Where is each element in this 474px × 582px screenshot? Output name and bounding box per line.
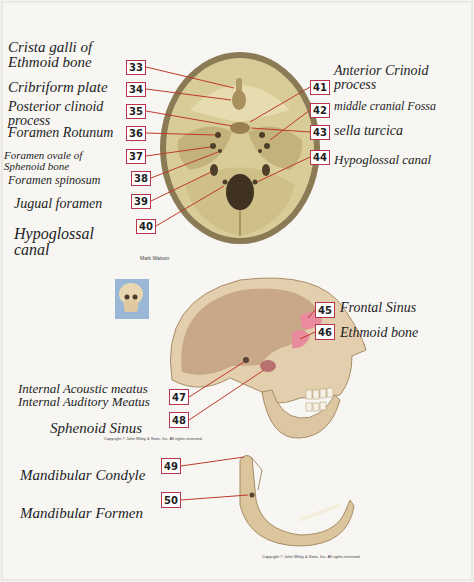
callout-number: 36 [129,128,143,139]
callout-number: 33 [129,62,143,73]
handwritten-label: Foramen ovale of Sphenoid bone [4,150,122,172]
callout-number: 38 [134,173,148,184]
callout-box: 44 [310,150,330,165]
handwritten-label: Hypoglossal canal [14,226,114,258]
callout-box: 43 [310,125,330,140]
handwritten-label: Hypoglossal canal [334,153,431,166]
handwritten-label: Foramen Rotunum [8,126,113,140]
callout-number: 44 [313,152,327,163]
callout-number: 49 [164,461,178,472]
callout-box: 48 [169,412,189,428]
callout-box: 49 [161,458,181,474]
callout-number: 37 [129,151,143,162]
callout-number: 42 [313,105,327,116]
callout-number: 50 [164,495,178,506]
callout-box: 41 [310,80,330,95]
callout-box: 50 [161,492,181,508]
callout-number: 43 [313,127,327,138]
callout-box: 42 [310,103,330,118]
callout-number: 47 [172,392,186,403]
handwritten-label: Mandibular Condyle [20,468,145,483]
callout-number: 39 [134,196,148,207]
callout-box: 36 [126,126,146,141]
callout-box: 47 [169,389,189,405]
handwritten-label: Sphenoid Sinus [50,421,142,436]
callout-number: 40 [139,221,153,232]
handwritten-label: Foramen spinosum [8,174,100,186]
credit-note: Copyright © John Wiley & Sons, Inc. All … [262,555,361,559]
handwritten-label: Frontal Sinus [340,301,416,315]
handwritten-label: Posterior clinoid process [8,100,124,128]
callout-number: 35 [129,106,143,117]
credit-note: Mark Watson [140,256,169,261]
handwritten-label: sella turcica [334,124,403,138]
handwritten-label: Crista galli of Ethmoid bone [8,40,120,70]
callout-number: 34 [129,84,143,95]
handwritten-label: Anterior Crinoid process [334,64,466,92]
handwritten-label: Cribriform plate [8,80,108,95]
callout-box: 35 [126,104,146,119]
callout-box: 39 [131,194,151,209]
callout-box: 46 [315,324,335,340]
callout-number: 48 [172,415,186,426]
callout-number: 46 [318,327,332,338]
handwritten-label: middle cranial Fossa [334,100,436,112]
callout-box: 33 [126,60,146,75]
callout-box: 37 [126,149,146,164]
handwritten-label: Internal Auditory Meatus [18,395,150,408]
callout-box: 38 [131,171,151,186]
handwritten-label: Ethmoid bone [340,326,418,340]
handwritten-label: Jugual foramen [14,197,102,211]
callout-box: 45 [315,302,335,318]
handwritten-label: Mandibular Formen [20,506,143,521]
callout-box: 40 [136,219,156,234]
callout-number: 45 [318,305,332,316]
handwritten-label: Internal Acoustic meatus [18,382,148,395]
callout-number: 41 [313,82,327,93]
credit-note: Copyright © John Wiley & Sons, Inc. All … [104,437,203,441]
callout-box: 34 [126,82,146,97]
